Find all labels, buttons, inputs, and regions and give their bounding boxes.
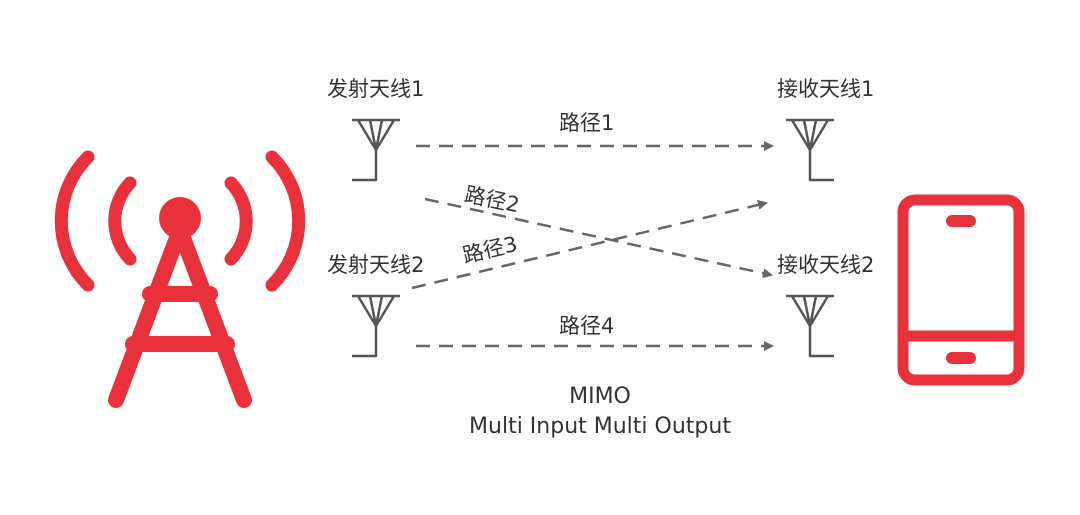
smartphone-icon bbox=[897, 194, 1025, 386]
caption-subtitle: Multi Input Multi Output bbox=[469, 414, 731, 439]
tower-wave-right-inner bbox=[224, 176, 253, 266]
phone-body bbox=[897, 194, 1025, 386]
path-2-arrow bbox=[424, 197, 773, 279]
path-3-arrow bbox=[411, 200, 768, 290]
rx-antenna-2-label: 接收天线2 bbox=[777, 253, 875, 277]
rx-antenna-1-label: 接收天线1 bbox=[777, 77, 875, 101]
path-1-label: 路径1 bbox=[559, 111, 615, 135]
tower-wave-right-outer bbox=[265, 150, 306, 292]
tower-wave-left-outer bbox=[54, 150, 95, 292]
antenna-icon bbox=[352, 118, 400, 182]
cell-tower-icon bbox=[54, 150, 306, 408]
antenna-icon bbox=[352, 294, 400, 358]
path-4-label: 路径4 bbox=[559, 314, 615, 338]
mimo-caption: MIMO Multi Input Multi Output bbox=[440, 382, 760, 442]
tower-wave-left-inner bbox=[108, 176, 137, 266]
tx-antenna-2-label: 发射天线2 bbox=[327, 253, 425, 277]
tower-frame bbox=[108, 222, 252, 408]
antenna-icon bbox=[786, 118, 834, 182]
antenna-icon bbox=[786, 294, 834, 358]
caption-title: MIMO bbox=[569, 384, 631, 409]
tower-top bbox=[159, 197, 201, 239]
tx-antenna-1-label: 发射天线1 bbox=[327, 77, 425, 101]
phone-speaker bbox=[946, 215, 976, 227]
phone-home-button bbox=[946, 352, 976, 364]
